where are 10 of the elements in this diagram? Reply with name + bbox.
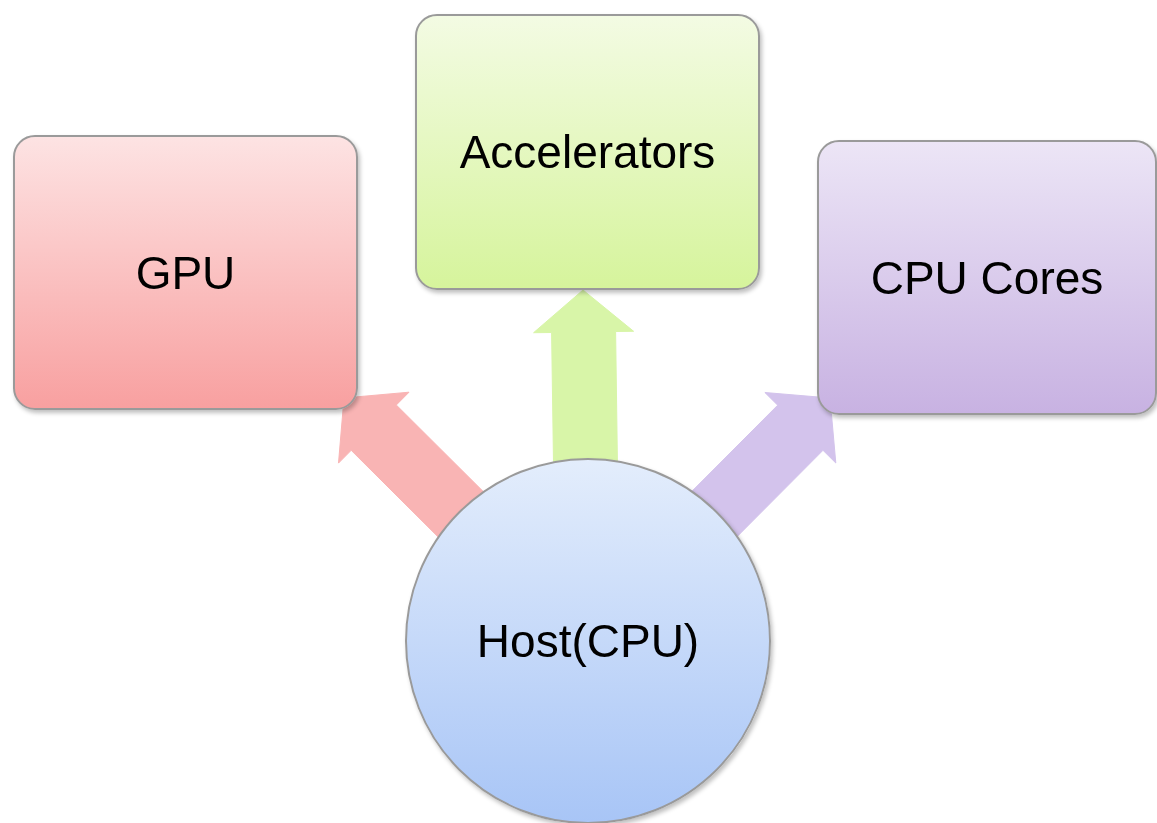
- process-box: [415, 14, 760, 290]
- node-label: GPU: [135, 245, 236, 300]
- block-arrow: [533, 289, 635, 463]
- block-arrow: [338, 391, 485, 538]
- block-arrow: [691, 392, 837, 538]
- node-label: Host(CPU): [476, 614, 700, 668]
- process-box: [13, 135, 358, 410]
- node-label: Accelerators: [459, 125, 716, 179]
- node-label: CPU Cores: [870, 250, 1104, 305]
- process-box: [817, 140, 1157, 415]
